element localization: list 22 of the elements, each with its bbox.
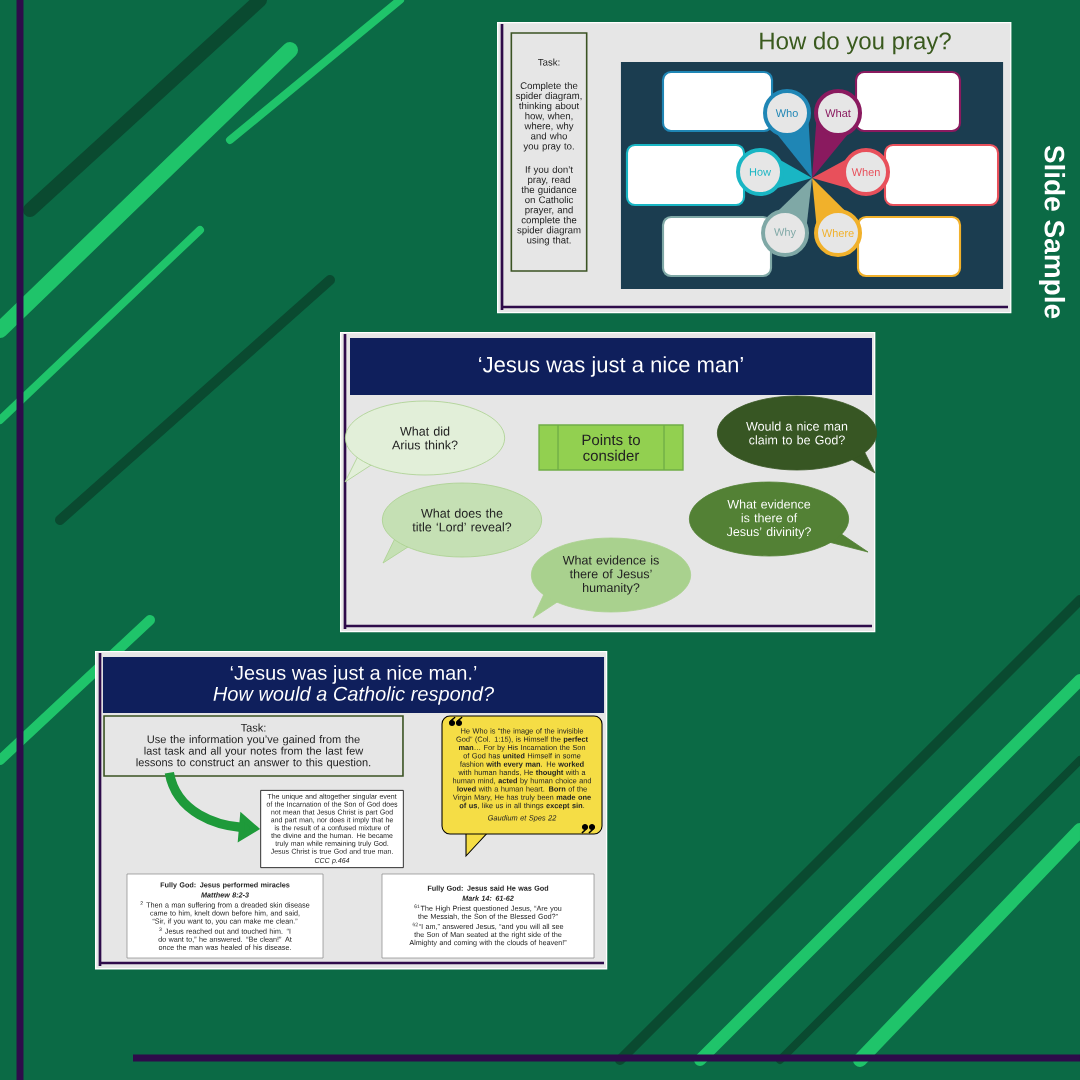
petal: Why (761, 178, 812, 257)
answer-box (661, 70, 774, 133)
petal: How (736, 148, 812, 196)
answer-box (661, 215, 773, 278)
title-banner: ‘Jesus was just a nice man.’ How would a Catholic respond? (102, 657, 605, 713)
title-banner: ‘Jesus was just a nice man’ (350, 337, 872, 396)
slide-title: How do you pray? (760, 31, 951, 55)
task-box: Task: Use the information you’ve gained from the last task and all your notes from the last few lessons to construct an answer to this question. (103, 715, 404, 777)
speech-bubble: Would a nice man claim to be God? (716, 395, 878, 474)
answer-box (856, 215, 962, 278)
answer-box (883, 143, 1000, 207)
petal: When (812, 148, 890, 196)
answer-box (625, 143, 746, 207)
points-box: Points to consider (538, 424, 684, 471)
page-title: Slide Sample (1038, 145, 1066, 319)
speech-bubble: What evidence is there of Jesus’ divinity? (688, 481, 869, 557)
petal: Where (812, 178, 862, 257)
task-box: Task: Complete the spider diagram, thinking about how, when, where, why and who you pray to. If you don’t pray, read the guidance on Catholic prayer, and complete the spider diagram using that. (510, 32, 588, 272)
answer-box (854, 70, 962, 133)
speech-bubble: What did Arius think? (344, 400, 506, 483)
speech-bubble: What evidence is there of Jesus’ humanity? (530, 537, 692, 619)
speech-bubble: What does the title ‘Lord’ reveal? (381, 482, 543, 564)
